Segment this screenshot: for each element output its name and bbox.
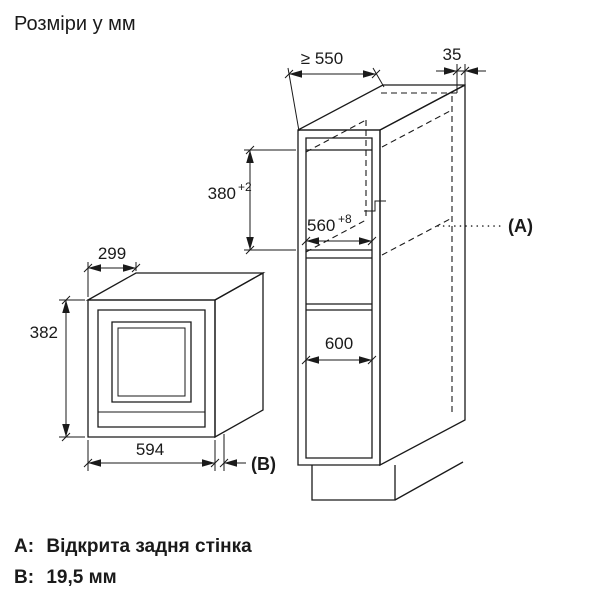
dim-ticks bbox=[452, 66, 470, 76]
cabinet-front-face bbox=[297, 129, 381, 466]
dim-ticks bbox=[83, 458, 220, 468]
appliance-depth-label: 299 bbox=[98, 244, 126, 263]
appliance-height-label: 382 bbox=[30, 323, 58, 342]
appliance-door-window bbox=[111, 321, 192, 403]
callout-a: (A) bbox=[437, 216, 533, 236]
dim-ticks bbox=[301, 355, 377, 365]
cabinet-depth-min-label: ≥ 550 bbox=[301, 49, 343, 68]
dim-appliance-depth: 299 bbox=[83, 244, 141, 297]
appliance-door bbox=[97, 309, 206, 428]
niche-height-label: 380 bbox=[208, 184, 236, 203]
power-connection-symbol bbox=[364, 200, 386, 212]
cabinet-divider bbox=[306, 303, 372, 311]
note-a: A: Відкрита задня стінка bbox=[14, 536, 252, 557]
dim-appliance-height: 382 bbox=[30, 295, 85, 442]
note-b-key: B: bbox=[14, 567, 34, 588]
dim-niche-height: 380 +2 bbox=[208, 145, 296, 255]
note-b-value: 19,5 мм bbox=[46, 567, 116, 588]
note-b: B: 19,5 мм bbox=[14, 567, 117, 588]
cabinet-back-gap-label: 35 bbox=[443, 45, 462, 64]
note-a-key: A: bbox=[14, 536, 34, 557]
dim-ticks bbox=[219, 458, 229, 468]
dim-extension-lines bbox=[287, 67, 385, 132]
appliance-drawing bbox=[85, 271, 266, 439]
appliance-width-label: 594 bbox=[136, 440, 164, 459]
dim-door-protrusion-b: (B) bbox=[219, 434, 276, 474]
dim-niche-width: 560 +8 bbox=[301, 212, 377, 246]
cabinet-plinth bbox=[311, 461, 464, 501]
note-a-value: Відкрита задня стінка bbox=[46, 536, 252, 557]
footnotes: A: Відкрита задня стінка B: 19,5 мм bbox=[14, 536, 252, 588]
cabinet-top-face bbox=[297, 84, 466, 131]
cabinet-drawing bbox=[297, 83, 466, 501]
niche-shelf bbox=[306, 249, 372, 259]
dim-extension-lines bbox=[244, 149, 296, 251]
appliance-front-face bbox=[87, 299, 216, 438]
dim-extension-lines bbox=[59, 299, 85, 438]
cabinet-side-face bbox=[379, 83, 466, 467]
dim-extension-lines bbox=[87, 262, 137, 297]
dim-ticks bbox=[245, 145, 255, 255]
callout-b-label: (B) bbox=[251, 454, 276, 474]
dim-cabinet-back-gap: 35 bbox=[436, 45, 486, 93]
page-title: Розміри у мм bbox=[14, 13, 136, 35]
callout-a-label: (A) bbox=[508, 216, 533, 236]
dim-ticks bbox=[301, 236, 377, 246]
niche-height-tolerance-label: +2 bbox=[238, 180, 252, 194]
dim-ticks bbox=[61, 295, 71, 442]
niche-width-tolerance-label: +8 bbox=[338, 212, 352, 226]
niche-width-label: 560 bbox=[307, 216, 335, 235]
dim-ticks bbox=[83, 263, 141, 273]
appliance-side-face bbox=[214, 271, 264, 439]
niche-hidden-edges bbox=[305, 119, 367, 253]
dim-ticks bbox=[284, 69, 381, 79]
dim-appliance-width: 594 bbox=[83, 440, 220, 471]
appliance-window-inner bbox=[117, 327, 186, 397]
side-hidden-edges bbox=[381, 110, 451, 256]
cabinet-width-label: 600 bbox=[325, 334, 353, 353]
cabinet-front-opening bbox=[305, 137, 373, 459]
appliance-top-face bbox=[85, 272, 266, 301]
dim-cabinet-width: 600 bbox=[301, 334, 377, 365]
dim-cabinet-depth-min: ≥ 550 bbox=[284, 49, 385, 132]
